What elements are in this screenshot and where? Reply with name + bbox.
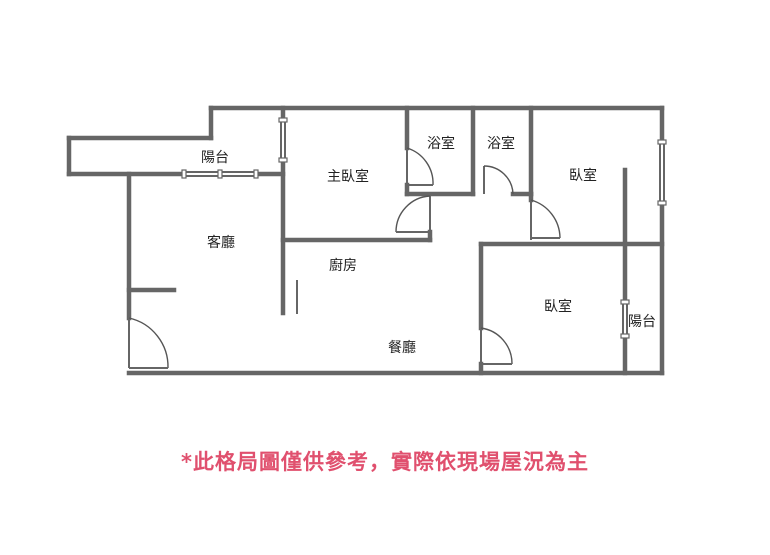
doors [128,147,561,369]
room-label-bedroom-bottom: 臥室 [544,298,572,315]
disclaimer-note: *此格局圖僅供參考，實際依現場屋況為主 [181,450,589,474]
room-label-bedroom-top: 臥室 [569,167,597,184]
room-label-kitchen: 廚房 [329,257,357,274]
room-label-balcony-left: 陽台 [201,150,229,166]
walls [66,105,665,376]
room-label-balcony-right: 陽台 [628,314,656,330]
windows [181,117,667,339]
room-label-bathroom-2: 浴室 [487,135,515,152]
room-labels: 陽台 主臥室 浴室 浴室 臥室 客廳 廚房 餐廳 臥室 陽台 [201,135,656,356]
room-label-bathroom-1: 浴室 [427,135,455,152]
room-label-living-room: 客廳 [207,234,235,251]
room-label-dining-room: 餐廳 [388,339,416,356]
room-label-master-bedroom: 主臥室 [327,168,369,185]
